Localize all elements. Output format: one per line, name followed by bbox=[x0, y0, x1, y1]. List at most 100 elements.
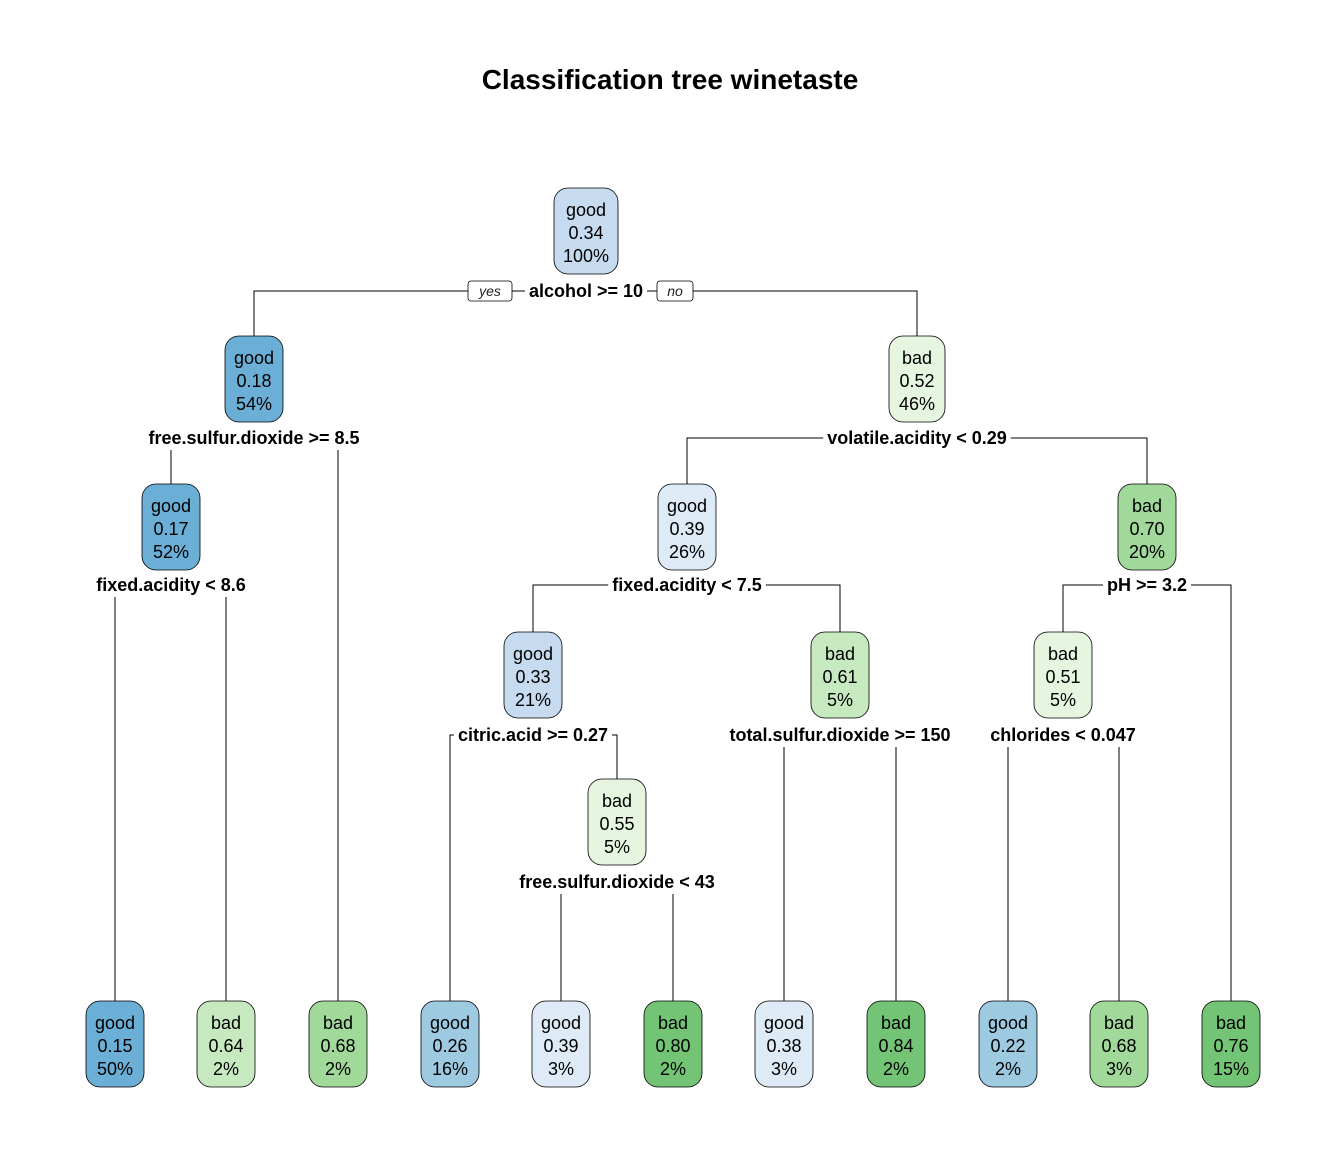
edge-label-no-box bbox=[656, 280, 694, 302]
node-class: bad bbox=[825, 644, 855, 664]
node-percent: 100% bbox=[563, 246, 609, 266]
node-probability: 0.51 bbox=[1045, 667, 1080, 687]
node-n2: good 0.18 54% bbox=[224, 335, 284, 423]
node-probability: 0.52 bbox=[899, 371, 934, 391]
node-percent: 2% bbox=[883, 1059, 909, 1079]
node-n13: bad 0.61 5% bbox=[810, 631, 870, 719]
node-probability: 0.38 bbox=[766, 1036, 801, 1056]
edge-n3 bbox=[647, 290, 918, 336]
node-probability: 0.17 bbox=[153, 519, 188, 539]
node-probability: 0.55 bbox=[599, 814, 634, 834]
node-class: good bbox=[541, 1013, 581, 1033]
node-box bbox=[978, 1000, 1038, 1088]
node-class: good bbox=[566, 200, 606, 220]
node-box bbox=[308, 1000, 368, 1088]
node-percent: 3% bbox=[771, 1059, 797, 1079]
node-class: good bbox=[95, 1013, 135, 1033]
split-label-root: alcohol >= 10 bbox=[529, 281, 643, 301]
node-percent: 52% bbox=[153, 542, 189, 562]
node-class: bad bbox=[881, 1013, 911, 1033]
node-percent: 15% bbox=[1213, 1059, 1249, 1079]
node-probability: 0.80 bbox=[655, 1036, 690, 1056]
node-probability: 0.68 bbox=[320, 1036, 355, 1056]
node-box bbox=[587, 778, 647, 866]
node-n3: bad 0.52 46% bbox=[888, 335, 946, 423]
split-label-n12: citric.acid >= 0.27 bbox=[458, 725, 608, 745]
node-n25: bad 0.55 5% bbox=[587, 778, 647, 866]
node-box bbox=[85, 1000, 145, 1088]
node-percent: 5% bbox=[827, 690, 853, 710]
node-probability: 0.76 bbox=[1213, 1036, 1248, 1056]
split-label-n13: total.sulfur.dioxide >= 150 bbox=[729, 725, 950, 745]
node-class: good bbox=[234, 348, 274, 368]
node-box bbox=[754, 1000, 814, 1088]
edge-label-no: no bbox=[667, 283, 683, 299]
node-box bbox=[1089, 1000, 1149, 1088]
node-box bbox=[531, 1000, 591, 1088]
node-percent: 46% bbox=[899, 394, 935, 414]
node-percent: 5% bbox=[604, 837, 630, 857]
node-percent: 26% bbox=[669, 542, 705, 562]
node-class: bad bbox=[211, 1013, 241, 1033]
node-box bbox=[553, 187, 619, 275]
node-class: good bbox=[513, 644, 553, 664]
node-probability: 0.18 bbox=[236, 371, 271, 391]
split-label-n7: pH >= 3.2 bbox=[1107, 575, 1187, 595]
node-box bbox=[420, 1000, 480, 1088]
node-class: bad bbox=[1104, 1013, 1134, 1033]
node-class: good bbox=[988, 1013, 1028, 1033]
node-percent: 20% bbox=[1129, 542, 1165, 562]
node-percent: 5% bbox=[1050, 690, 1076, 710]
node-probability: 0.39 bbox=[669, 519, 704, 539]
node-box bbox=[503, 631, 563, 719]
split-label-n4: fixed.acidity < 8.6 bbox=[96, 575, 246, 595]
node-percent: 50% bbox=[97, 1059, 133, 1079]
split-label-n25: free.sulfur.dioxide < 43 bbox=[519, 872, 715, 892]
node-probability: 0.26 bbox=[432, 1036, 467, 1056]
node-class: good bbox=[667, 496, 707, 516]
split-label-n2: free.sulfur.dioxide >= 8.5 bbox=[148, 428, 359, 448]
node-percent: 3% bbox=[548, 1059, 574, 1079]
node-percent: 2% bbox=[995, 1059, 1021, 1079]
node-probability: 0.61 bbox=[822, 667, 857, 687]
node-percent: 54% bbox=[236, 394, 272, 414]
edge-n7 bbox=[1010, 437, 1148, 484]
split-label-n6: fixed.acidity < 7.5 bbox=[612, 575, 762, 595]
node-percent: 21% bbox=[515, 690, 551, 710]
split-labels: alcohol >= 10 free.sulfur.dioxide >= 8.5 v… bbox=[96, 280, 1187, 892]
node-class: bad bbox=[323, 1013, 353, 1033]
node-leaf9: good 0.22 2% bbox=[978, 1000, 1038, 1088]
edge-label-yes-box bbox=[467, 280, 513, 302]
node-n6: good 0.39 26% bbox=[657, 483, 717, 571]
node-class: bad bbox=[602, 791, 632, 811]
node-class: bad bbox=[658, 1013, 688, 1033]
node-probability: 0.33 bbox=[515, 667, 550, 687]
node-box bbox=[224, 335, 284, 423]
edge-label-yes: yes bbox=[478, 283, 501, 299]
node-probability: 0.22 bbox=[990, 1036, 1025, 1056]
edge-leaf4 bbox=[449, 734, 454, 1001]
chart-title: Classification tree winetaste bbox=[482, 64, 859, 95]
edge-n12 bbox=[532, 584, 609, 632]
tree-nodes: good0.34100%good0.1854%bad0.5246%good0.1… bbox=[85, 187, 1261, 1088]
node-probability: 0.68 bbox=[1101, 1036, 1136, 1056]
node-box bbox=[657, 483, 717, 571]
node-probability: 0.39 bbox=[543, 1036, 578, 1056]
node-n12: good 0.33 21% bbox=[503, 631, 563, 719]
edge-leaf11 bbox=[1191, 584, 1232, 1001]
node-class: bad bbox=[902, 348, 932, 368]
split-label-n3: volatile.acidity < 0.29 bbox=[827, 428, 1007, 448]
edge-n13 bbox=[765, 584, 841, 632]
node-leaf5: good 0.39 3% bbox=[531, 1000, 591, 1088]
edge-n14 bbox=[1062, 584, 1103, 632]
